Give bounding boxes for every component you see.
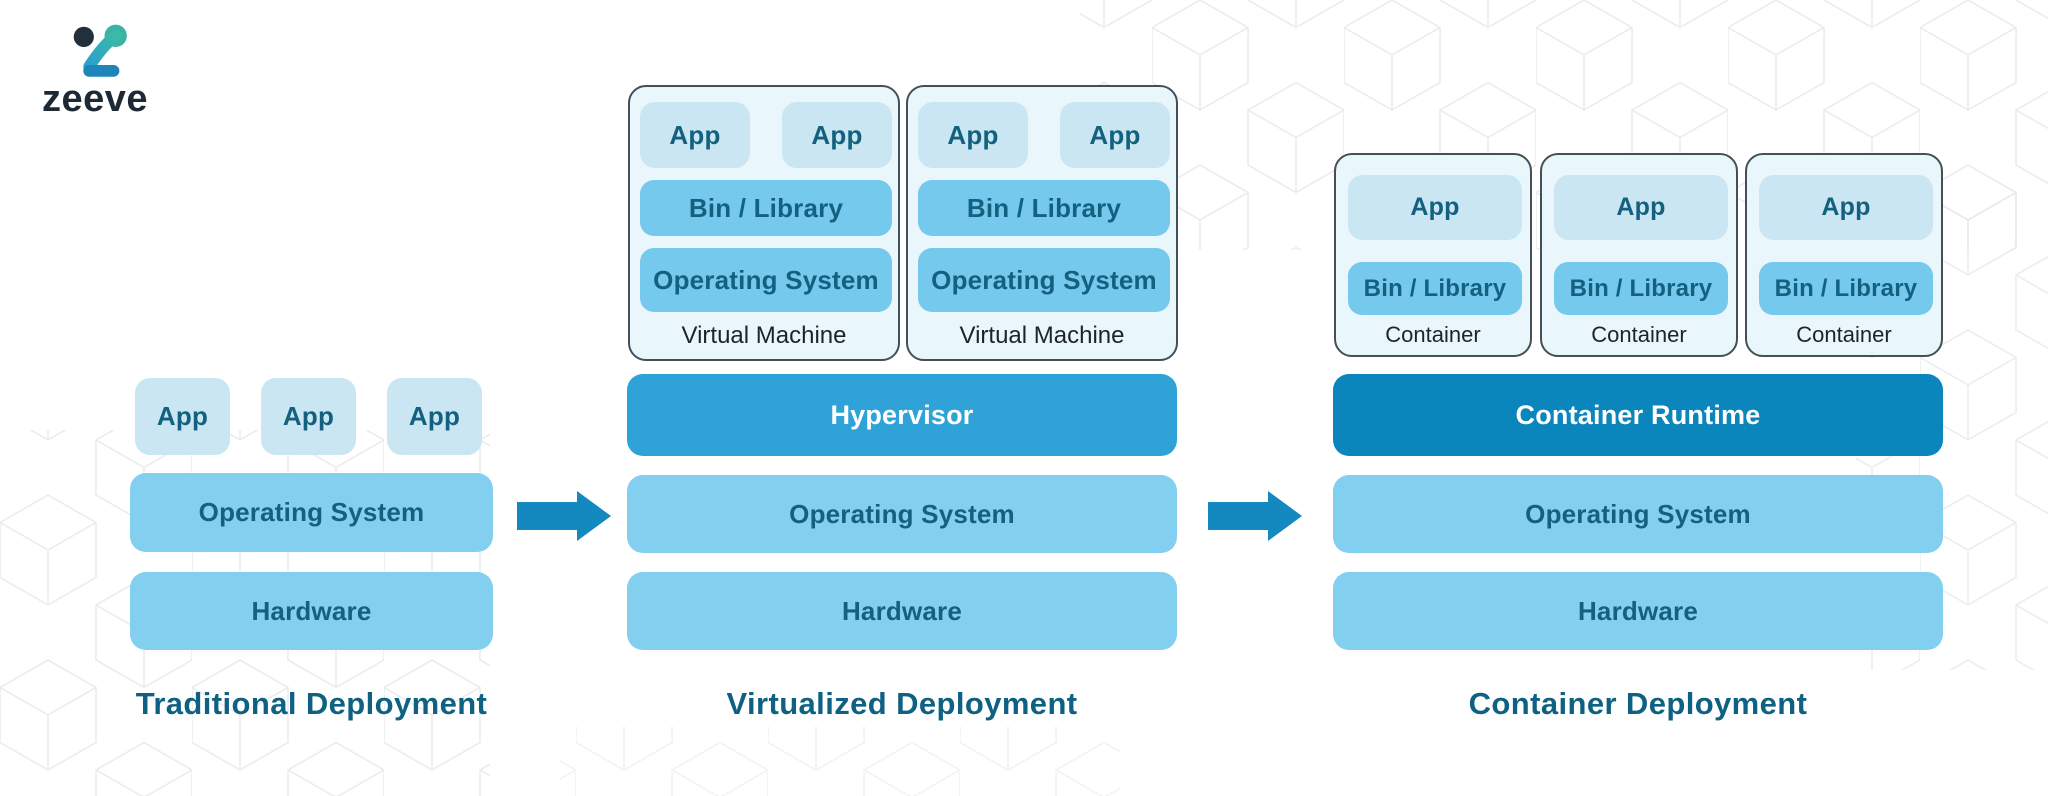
- operating-system-row: Operating System: [130, 473, 493, 552]
- container-caption: Container: [1591, 322, 1687, 347]
- app-box: App: [135, 378, 230, 455]
- bin-library-box: Bin / Library: [1759, 262, 1933, 315]
- virtual-machine-box: App App Bin / Library Operating System V…: [628, 85, 900, 361]
- column-title-virtualized: Virtualized Deployment: [726, 686, 1078, 721]
- app-box: App: [1554, 175, 1728, 240]
- bin-library-box: Bin / Library: [1554, 262, 1728, 315]
- column-title-traditional: Traditional Deployment: [135, 686, 488, 721]
- bin-library-box: Bin / Library: [918, 180, 1170, 236]
- app-box: App: [1759, 175, 1933, 240]
- container-box: App Bin / Library Container: [1745, 153, 1943, 357]
- hardware-row: Hardware: [1333, 572, 1943, 650]
- app-box: App: [782, 102, 892, 168]
- app-box: App: [918, 102, 1028, 168]
- column-title-container: Container Deployment: [1468, 686, 1808, 721]
- hardware-row: Hardware: [627, 572, 1177, 650]
- operating-system-box: Operating System: [918, 248, 1170, 312]
- zeeve-wordmark: zeeve: [42, 78, 149, 120]
- zeeve-logo-icon: [73, 24, 127, 77]
- container-box: App Bin / Library Container: [1540, 153, 1738, 357]
- container-runtime-row: Container Runtime: [1333, 374, 1943, 456]
- virtual-machine-caption: Virtual Machine: [681, 322, 847, 349]
- operating-system-row: Operating System: [627, 475, 1177, 553]
- hypervisor-row: Hypervisor: [627, 374, 1177, 456]
- container-caption: Container: [1796, 322, 1892, 347]
- virtual-machine-caption: Virtual Machine: [959, 322, 1125, 349]
- bin-library-box: Bin / Library: [640, 180, 892, 236]
- app-box: App: [1060, 102, 1170, 168]
- bin-library-box: Bin / Library: [1348, 262, 1522, 315]
- app-box: App: [1348, 175, 1522, 240]
- operating-system-row: Operating System: [1333, 475, 1943, 553]
- hardware-row: Hardware: [130, 572, 493, 650]
- app-box: App: [640, 102, 750, 168]
- operating-system-box: Operating System: [640, 248, 892, 312]
- container-box: App Bin / Library Container: [1334, 153, 1532, 357]
- container-caption: Container: [1385, 322, 1481, 347]
- app-box: App: [387, 378, 482, 455]
- arrow-right-icon: [517, 491, 611, 541]
- app-box: App: [261, 378, 356, 455]
- virtual-machine-box: App App Bin / Library Operating System V…: [906, 85, 1178, 361]
- arrow-right-icon: [1208, 491, 1302, 541]
